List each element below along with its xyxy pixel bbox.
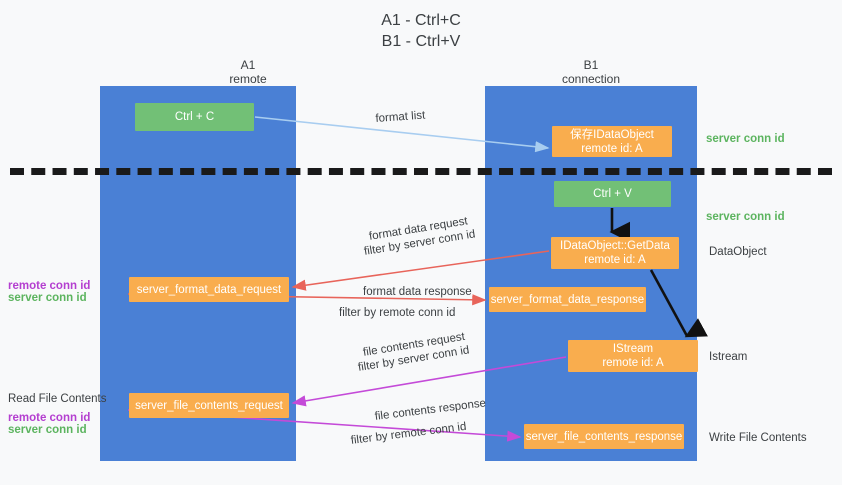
- label-format-list: format list: [375, 109, 426, 125]
- filter-key-remote-conn-id: remote conn id: [379, 307, 456, 319]
- divider-dashed-line: [10, 168, 832, 175]
- label-server-conn-id-1: server conn id: [8, 292, 87, 304]
- column-header-a1: A1 remote: [229, 58, 267, 86]
- box-idataobject-getdata[interactable]: IDataObject::GetData remote id: A: [551, 237, 679, 269]
- label-dataobject: DataObject: [709, 246, 767, 258]
- filter-prefix: filter by: [350, 430, 392, 447]
- label-format-data-response-filter: filter by remote conn id: [339, 306, 455, 320]
- filter-prefix: filter by: [339, 307, 380, 319]
- box-server-format-data-response[interactable]: server_format_data_response: [489, 287, 646, 312]
- page-title: A1 - Ctrl+C B1 - Ctrl+V: [381, 12, 461, 50]
- box-ctrl-c[interactable]: Ctrl + C: [135, 103, 254, 131]
- box-server-file-contents-request[interactable]: server_file_contents_request: [129, 393, 289, 418]
- label-file-contents-response: file contents response: [374, 397, 487, 423]
- label-server-conn-id-mid: server conn id: [706, 211, 785, 223]
- box-save-idataobject[interactable]: 保存IDataObject remote id: A: [552, 126, 672, 157]
- filter-key-remote-conn-id: remote conn id: [390, 420, 468, 442]
- label-read-file-contents: Read File Contents: [8, 393, 107, 405]
- label-write-file-contents: Write File Contents: [709, 432, 807, 444]
- box-ctrl-v[interactable]: Ctrl + V: [554, 181, 671, 207]
- box-server-file-contents-response[interactable]: server_file_contents_response: [524, 424, 684, 449]
- column-header-b1: B1 connection: [561, 58, 621, 86]
- label-remote-conn-id-2: remote conn id: [8, 412, 91, 424]
- label-format-data-response: format data response: [363, 286, 472, 298]
- label-file-contents-response-filter: filter by remote conn id: [350, 420, 467, 448]
- label-istream: Istream: [709, 351, 748, 363]
- label-server-conn-id-2: server conn id: [8, 424, 87, 436]
- label-server-conn-id-top: server conn id: [706, 133, 785, 145]
- box-istream[interactable]: IStream remote id: A: [568, 340, 698, 372]
- label-remote-conn-id-1: remote conn id: [8, 280, 91, 292]
- box-server-format-data-request[interactable]: server_format_data_request: [129, 277, 289, 302]
